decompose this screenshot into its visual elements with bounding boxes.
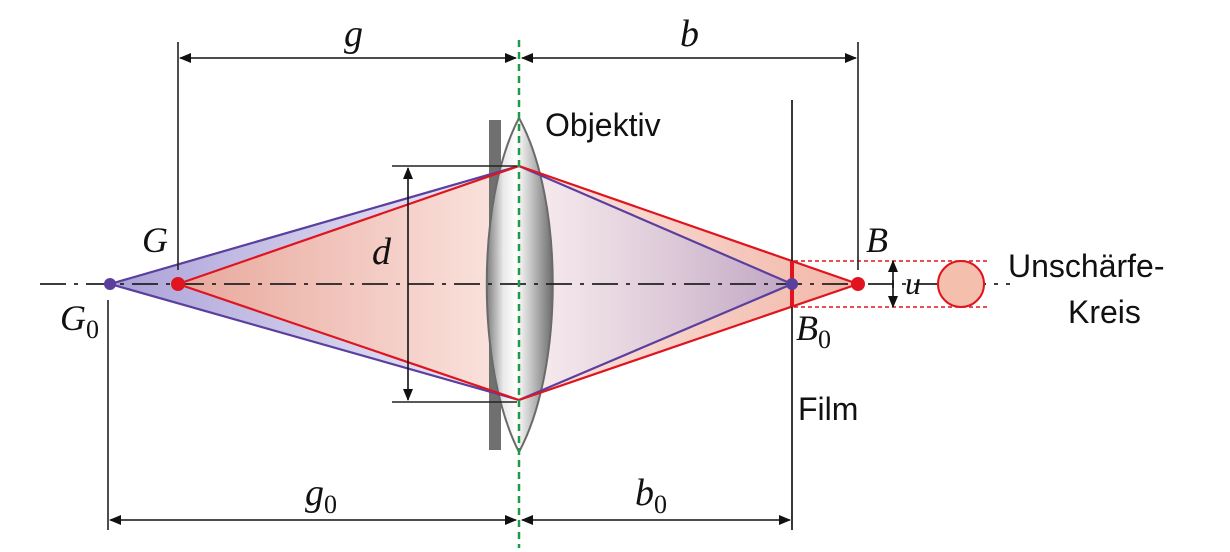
object-cone-g: [178, 166, 519, 400]
label-unschaerfe: Unschärfe-: [1008, 248, 1165, 284]
image-cone-b0: [519, 166, 792, 400]
label-kreis: Kreis: [1068, 294, 1141, 330]
label-d: d: [372, 231, 392, 273]
label-g0: g0: [305, 472, 337, 519]
point-B: [851, 277, 865, 291]
label-G: G: [142, 220, 168, 260]
point-G0: [104, 278, 116, 290]
label-G0: G0: [60, 298, 99, 344]
label-B0: B0: [796, 308, 831, 354]
label-film: Film: [798, 391, 858, 427]
point-B0: [786, 278, 798, 290]
label-b: b: [680, 13, 699, 55]
label-u: u: [905, 265, 921, 301]
label-g: g: [344, 13, 363, 55]
label-B: B: [866, 220, 888, 260]
blur-circle-icon: [937, 260, 985, 308]
label-b0: b0: [635, 472, 667, 519]
label-objektiv: Objektiv: [545, 107, 661, 143]
point-G: [171, 277, 185, 291]
